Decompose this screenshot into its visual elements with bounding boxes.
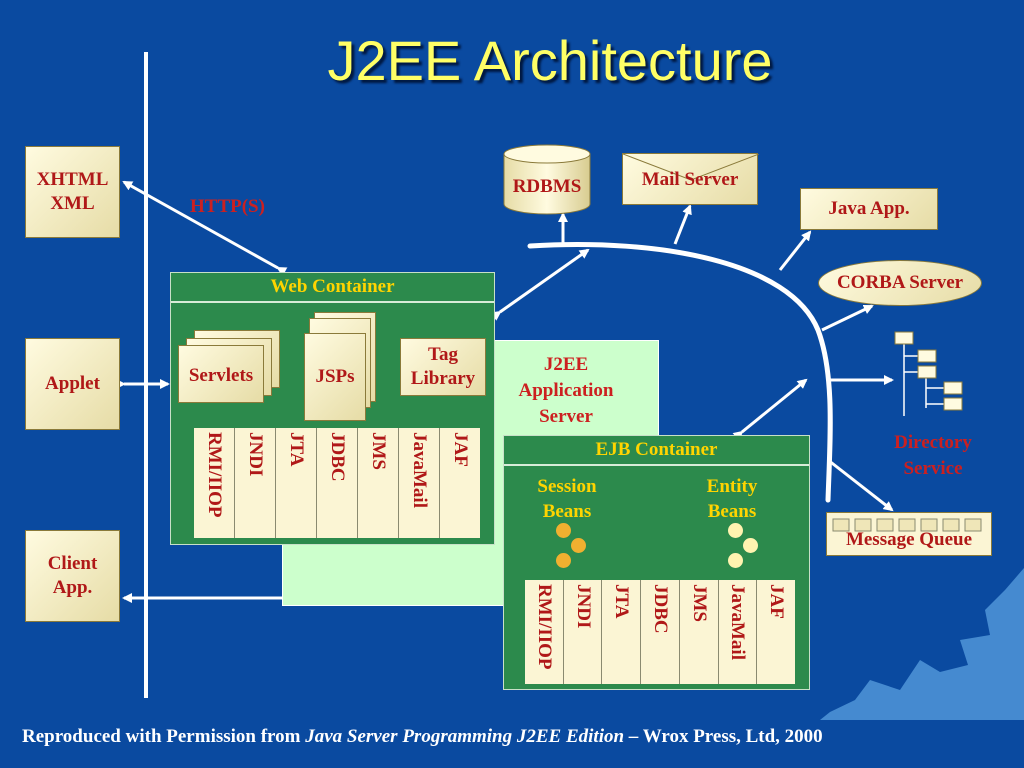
web-api-jta: JTA: [276, 428, 317, 538]
arrow-web-to-bus: [490, 248, 590, 321]
queue-slots-icon: [832, 518, 982, 532]
web-api-label: RMI/IIOP: [204, 432, 225, 518]
mail-server: Mail Server: [622, 153, 759, 205]
service-bus-curve: [527, 242, 833, 503]
servlets-component: Servlets: [178, 345, 264, 403]
ejb-api-rmi-iiop: RMI/IIOP: [525, 580, 564, 684]
ejb-api-javamail: JavaMail: [719, 580, 758, 684]
web-api-label: JMS: [368, 432, 389, 470]
entity-bean-dot: [728, 553, 743, 568]
client-app: Client App.: [25, 530, 120, 622]
jsps-component: JSPs: [304, 333, 366, 421]
ejb-api-jaf: JAF: [757, 580, 795, 684]
web-api-jndi: JNDI: [235, 428, 276, 538]
arrow-http-xhtml: [122, 180, 288, 277]
session-bean-dot: [571, 538, 586, 553]
ejb-api-jta: JTA: [602, 580, 642, 684]
footer-suffix: – Wrox Press, Ltd, 2000: [624, 726, 823, 747]
entity-bean-dot: [728, 523, 743, 538]
web-api-strip: RMI/IIOP JNDI JTA JDBC JMS JavaMail JAF: [194, 428, 480, 538]
rdbms-cylinder: [503, 144, 591, 215]
ejb-api-label: JNDI: [572, 584, 594, 629]
ejb-api-label: JTA: [611, 584, 633, 619]
ejb-api-label: JavaMail: [727, 584, 749, 660]
applet-client: Applet: [25, 338, 120, 430]
web-api-jms: JMS: [358, 428, 399, 538]
rdbms-label: RDBMS: [512, 176, 582, 197]
tag-library-component: Tag Library: [400, 338, 486, 396]
ejb-api-jndi: JNDI: [564, 580, 603, 684]
web-api-jaf: JAF: [440, 428, 480, 538]
web-api-label: JavaMail: [409, 432, 430, 508]
arrow-message-queue: [827, 458, 894, 512]
directory-service-label: Directory Service: [894, 432, 972, 479]
mail-server-label: Mail Server: [641, 169, 739, 190]
xhtml-xml-label: XHTML XML: [36, 169, 109, 214]
arrow-java-app: [778, 230, 812, 271]
directory-tree-icon: [894, 331, 963, 416]
ejb-api-label: JMS: [688, 584, 710, 622]
applet-label: Applet: [45, 373, 100, 394]
ejb-api-label: JDBC: [650, 584, 672, 634]
app-server-label: J2EE Application Server: [518, 354, 614, 427]
java-app: Java App.: [800, 188, 938, 230]
corba-server: CORBA Server: [818, 260, 982, 306]
footer-prefix: Reproduced with Permission from: [22, 726, 306, 747]
entity-beans-label: Entity Beans: [706, 476, 758, 522]
web-api-label: JTA: [286, 432, 307, 467]
http-label: HTTP(S): [190, 196, 265, 217]
servlets-label: Servlets: [188, 365, 254, 386]
arrow-mail-server: [673, 204, 692, 245]
web-container-header: Web Container: [171, 273, 494, 303]
web-api-rmi-iiop: RMI/IIOP: [194, 428, 235, 538]
message-queue-label: Message Queue: [845, 529, 973, 550]
session-bean-dot: [556, 553, 571, 568]
web-api-label: JNDI: [245, 432, 266, 477]
ejb-api-label: JAF: [766, 584, 788, 619]
web-api-jdbc: JDBC: [317, 428, 358, 538]
jsps-label: JSPs: [315, 366, 355, 387]
corba-server-label: CORBA Server: [836, 272, 964, 293]
ejb-api-jms: JMS: [680, 580, 719, 684]
entity-bean-dot: [743, 538, 758, 553]
web-api-javamail: JavaMail: [399, 428, 440, 538]
ejb-api-label: RMI/IIOP: [533, 584, 555, 670]
xhtml-xml-client: XHTML XML: [25, 146, 120, 238]
tag-library-label: Tag Library: [410, 344, 476, 389]
ejb-api-strip: RMI/IIOP JNDI JTA JDBC JMS JavaMail JAF: [525, 580, 795, 684]
envelope-icon: [623, 154, 759, 181]
ejb-container-header: EJB Container: [504, 436, 809, 466]
ejb-api-jdbc: JDBC: [641, 580, 680, 684]
session-beans-label: Session Beans: [537, 476, 597, 522]
slide-title: J2EE Architecture: [327, 29, 773, 92]
message-queue: Message Queue: [826, 512, 992, 556]
footer-book-title: Java Server Programming J2EE Edition: [305, 726, 625, 747]
arrow-ejb-to-bus: [732, 378, 808, 441]
java-app-label: Java App.: [828, 198, 910, 219]
arrow-corba: [821, 304, 874, 332]
corner-wave-decoration: [820, 568, 1024, 720]
web-api-label: JAF: [450, 432, 471, 467]
footer-credit: Reproduced with Permission from Java Ser…: [22, 726, 823, 748]
session-bean-dot: [556, 523, 571, 538]
client-app-label: Client App.: [47, 553, 98, 598]
web-api-label: JDBC: [327, 432, 348, 482]
